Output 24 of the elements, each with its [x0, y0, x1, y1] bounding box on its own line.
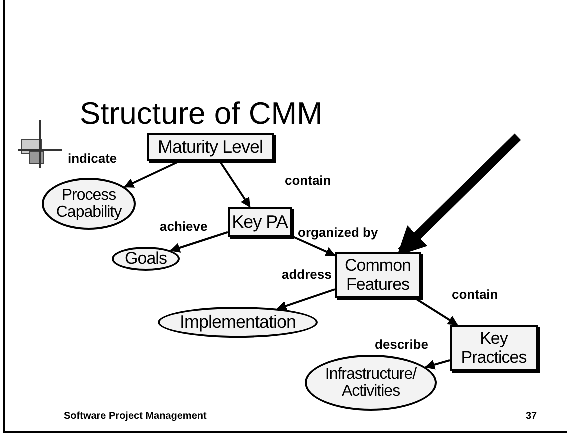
arrow [292, 235, 336, 257]
arrow [218, 160, 251, 208]
edge-label: address [282, 268, 332, 281]
edge-label: contain [285, 174, 332, 187]
edge-label: contain [452, 288, 498, 301]
concept-box: Maturity Level [147, 133, 274, 161]
edge-label: achieve [160, 220, 208, 233]
edge-label: describe [375, 338, 428, 351]
arrow [424, 360, 450, 370]
slide-title: Structure of CMM [80, 98, 323, 129]
arrow [170, 231, 228, 253]
edge-label: organized by [298, 226, 378, 239]
concept-box: Common Features [335, 252, 421, 298]
arrow [414, 297, 458, 326]
edge-label: indicate [68, 152, 118, 165]
concept-box: Key PA [228, 207, 292, 237]
concept-ellipse: Goals [112, 247, 180, 271]
concept-ellipse: Process Capability [42, 178, 136, 230]
footer-text: Software Project Management [64, 412, 207, 422]
concept-ellipse: Implementation [158, 307, 318, 338]
page-number: 37 [526, 412, 538, 422]
arrow [276, 288, 336, 311]
concept-box: Key Practices [450, 325, 538, 371]
concept-ellipse: Infrastructure/ Activities [305, 355, 437, 411]
